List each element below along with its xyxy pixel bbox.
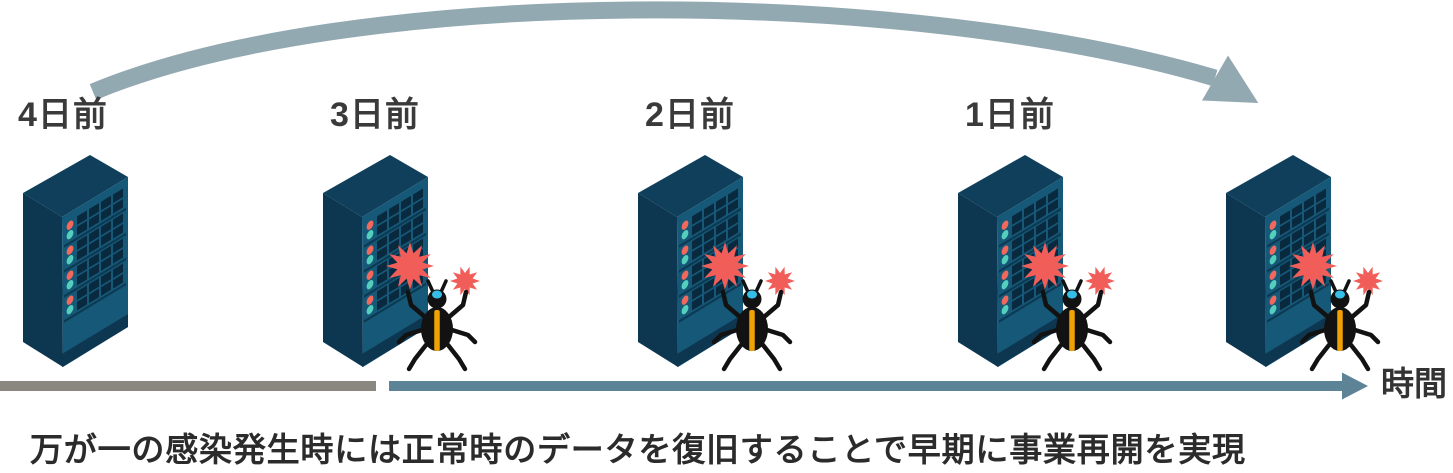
- timeline-past-segment: [0, 381, 376, 391]
- day-label-3days-ago: 3日前: [330, 96, 420, 134]
- timeline-recent-segment: [389, 381, 1342, 391]
- caption-text: 万が一の感染発生時には正常時のデータを復旧することで早期に事業再開を実現: [30, 431, 1246, 468]
- day-label-2days-ago: 2日前: [645, 96, 735, 134]
- day-label-1day-ago: 1日前: [965, 96, 1055, 134]
- server-icon-1day-ago-infected: [958, 155, 1115, 369]
- timeline-arrowhead-icon: [1342, 372, 1368, 400]
- server-icon-today-infected: [1226, 155, 1383, 369]
- time-axis-label: 時間: [1381, 365, 1447, 402]
- day-label-4days-ago: 4日前: [18, 96, 108, 134]
- server-icon-3days-ago-infected: [323, 155, 480, 369]
- curved-time-arrow-icon: [89, 1, 1259, 103]
- server-icon-2days-ago-infected: [638, 155, 795, 369]
- server-icon-4days-ago: [23, 155, 128, 367]
- timeline-axis: [0, 372, 1368, 400]
